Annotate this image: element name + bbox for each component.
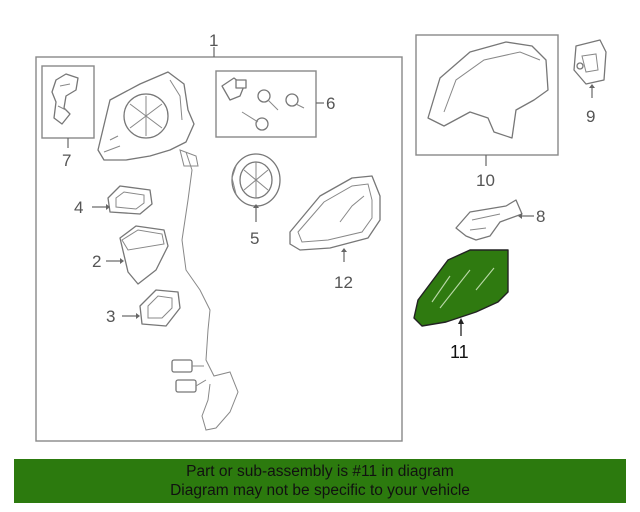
callout-4[interactable]: 4 — [74, 198, 83, 217]
callout-6[interactable]: 6 — [326, 94, 335, 113]
part-5-motor[interactable] — [231, 153, 281, 207]
wire-connector[interactable] — [171, 359, 207, 393]
part-12-mirror-glass[interactable] — [289, 175, 381, 251]
banner-line-2: Diagram may not be specific to your vehi… — [170, 482, 470, 499]
callout-10[interactable]: 10 — [476, 171, 495, 190]
mirror-motor-housing[interactable] — [97, 71, 195, 161]
callout-3[interactable]: 3 — [106, 307, 115, 326]
part-2-cover[interactable] — [119, 225, 169, 285]
callout-7[interactable]: 7 — [62, 151, 71, 170]
callout-2[interactable]: 2 — [92, 252, 101, 271]
parts-diagram: 1 7 4 2 3 — [35, 31, 607, 442]
banner-line-1: Part or sub-assembly is #11 in diagram — [186, 463, 454, 480]
wire-harness — [181, 151, 239, 431]
assembly-box-1 — [35, 56, 403, 442]
callout-5[interactable]: 5 — [250, 229, 259, 248]
callout-12[interactable]: 12 — [334, 273, 353, 292]
part-6-hardware[interactable] — [221, 77, 305, 131]
part-3-pad[interactable] — [139, 289, 181, 327]
info-banner: Part or sub-assembly is #11 in diagram D… — [14, 459, 626, 503]
part-9-clip[interactable] — [573, 39, 607, 85]
part-10-box — [415, 34, 559, 156]
callout-1[interactable]: 1 — [209, 31, 218, 50]
part-6-box — [215, 70, 317, 138]
part-10-mirror-cap[interactable] — [427, 41, 549, 139]
part-4-pad[interactable] — [107, 185, 153, 215]
part-11-mirror-glass-highlighted[interactable] — [413, 249, 509, 327]
part-8-bracket[interactable] — [455, 199, 523, 241]
part-7-bracket[interactable] — [51, 73, 79, 125]
callout-9[interactable]: 9 — [586, 107, 595, 126]
callout-8[interactable]: 8 — [536, 207, 545, 226]
callout-11[interactable]: 11 — [450, 342, 469, 362]
